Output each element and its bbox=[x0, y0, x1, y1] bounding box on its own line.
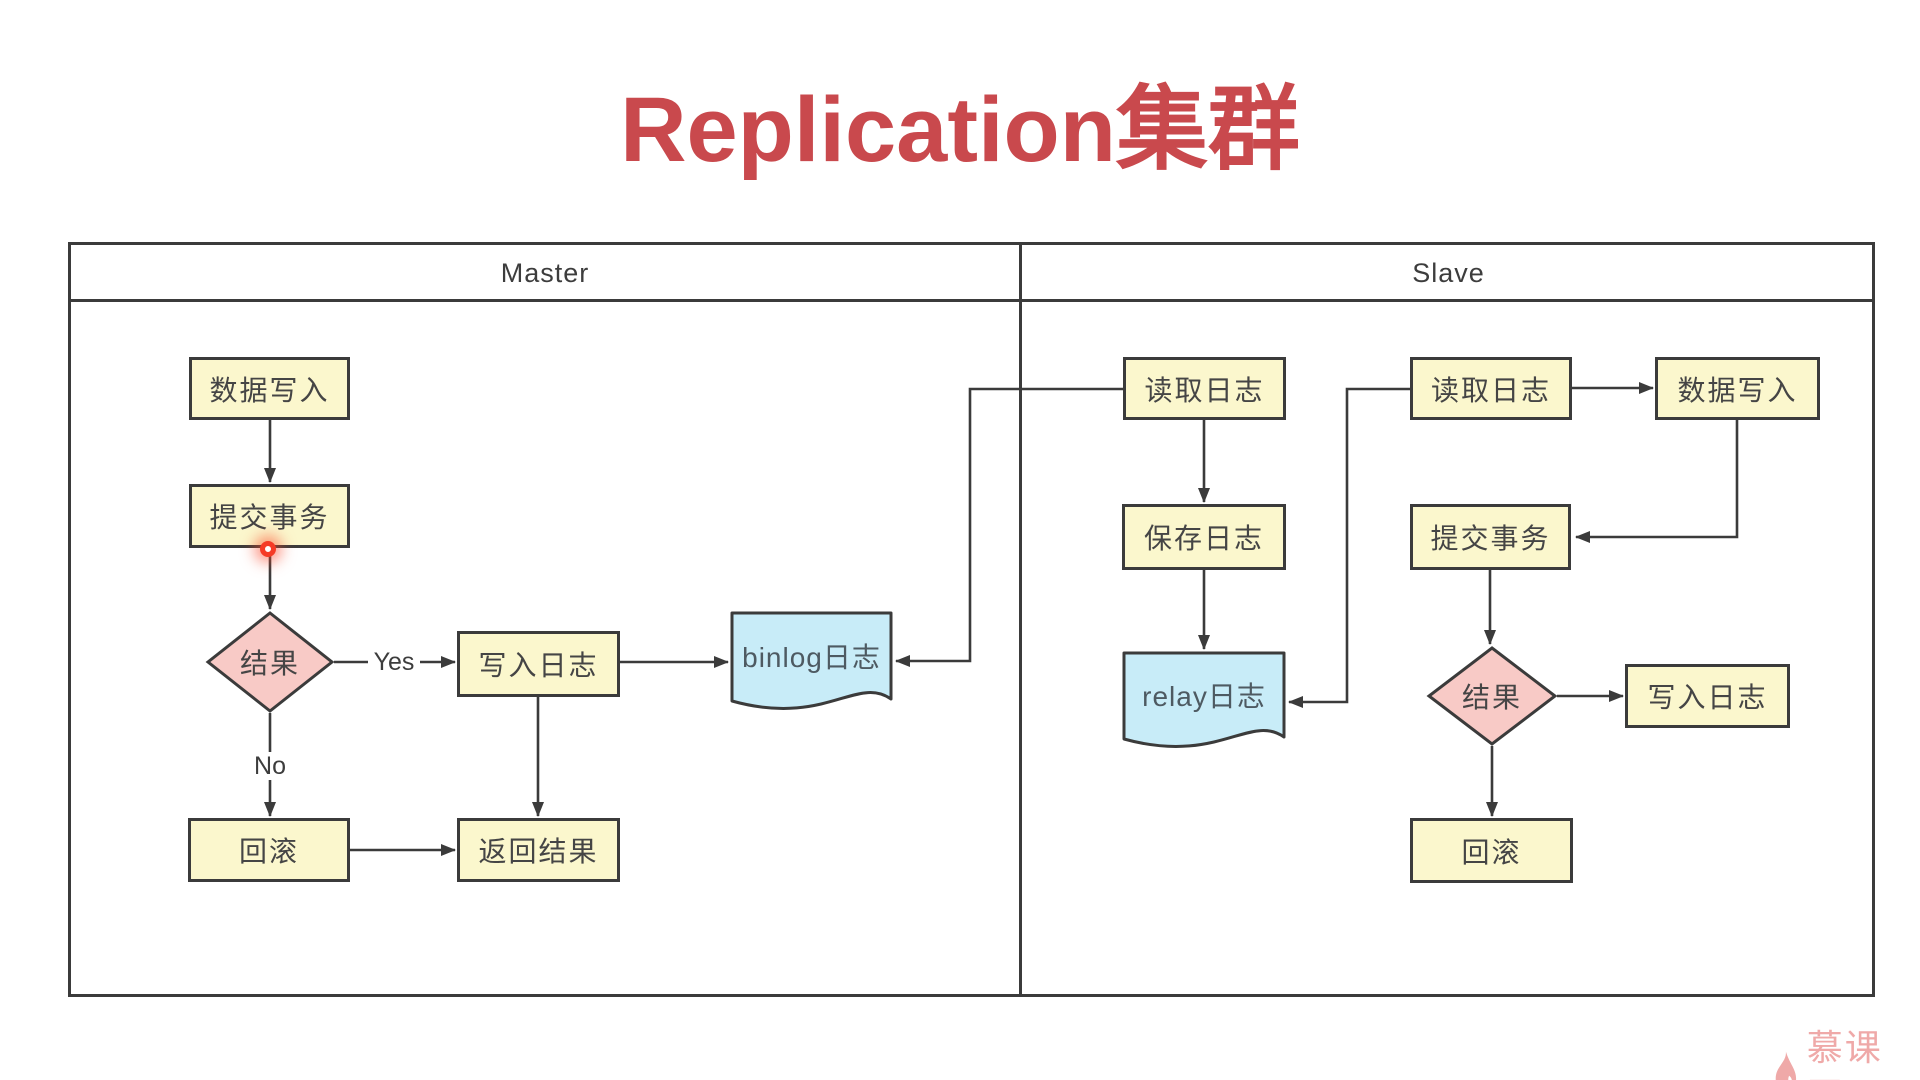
node-label: 保存日志 bbox=[1143, 523, 1264, 554]
node-label: 读取日志 bbox=[1430, 374, 1551, 406]
diamond-shape bbox=[1426, 646, 1558, 746]
header-divider-line bbox=[71, 299, 1872, 302]
page-title: Replication集群 bbox=[620, 79, 1300, 181]
node-slave-relay-document: relay日志 bbox=[1122, 651, 1286, 759]
node-master-return-result: 返回结果 bbox=[457, 818, 620, 882]
node-slave-write-log: 写入日志 bbox=[1625, 664, 1790, 728]
node-master-result-decision: 结果 bbox=[205, 611, 335, 713]
node-master-binlog-document: binlog日志 bbox=[730, 611, 893, 721]
lane-title-master: Master bbox=[500, 258, 590, 288]
node-master-data-write: 数据写入 bbox=[189, 357, 350, 420]
node-label: 回滚 bbox=[238, 836, 299, 867]
node-slave-commit-transaction: 提交事务 bbox=[1410, 504, 1571, 570]
node-label: 提交事务 bbox=[1430, 523, 1551, 554]
node-label: 提交事务 bbox=[209, 502, 330, 533]
document-shape bbox=[1122, 651, 1286, 748]
node-label: relay日志 bbox=[1142, 681, 1266, 713]
node-slave-data-write: 数据写入 bbox=[1655, 357, 1820, 420]
master-slave-divider bbox=[1019, 245, 1022, 994]
node-label: 读取日志 bbox=[1144, 374, 1265, 406]
edge-label-yes: Yes bbox=[368, 648, 420, 676]
node-slave-save-log: 保存日志 bbox=[1122, 504, 1286, 570]
node-label: 结果 bbox=[1461, 682, 1522, 713]
edge-label-no: No bbox=[248, 752, 292, 780]
watermark-text: 慕课网 bbox=[1806, 1027, 1883, 1080]
node-label: 数据写入 bbox=[209, 374, 330, 406]
node-label: binlog日志 bbox=[742, 642, 881, 674]
node-label: 回滚 bbox=[1461, 836, 1522, 868]
node-label: 写入日志 bbox=[478, 650, 599, 681]
lane-title-slave: Slave bbox=[1412, 258, 1485, 288]
document-shape bbox=[730, 611, 893, 710]
node-slave-result-decision: 结果 bbox=[1426, 646, 1558, 746]
node-label: 写入日志 bbox=[1647, 682, 1768, 713]
node-label: 返回结果 bbox=[478, 836, 599, 867]
flame-icon bbox=[1775, 1051, 1797, 1080]
node-label: 结果 bbox=[239, 648, 300, 679]
diamond-shape bbox=[205, 611, 335, 713]
node-slave-read-log-1: 读取日志 bbox=[1123, 357, 1286, 420]
pointer-highlight-dot bbox=[260, 541, 276, 557]
watermark: 慕课网 bbox=[1772, 1024, 1920, 1080]
node-label: 数据写入 bbox=[1677, 374, 1798, 406]
node-slave-read-log-2: 读取日志 bbox=[1410, 357, 1572, 420]
node-slave-rollback: 回滚 bbox=[1410, 818, 1573, 883]
node-master-write-log: 写入日志 bbox=[457, 631, 620, 697]
node-master-commit-transaction: 提交事务 bbox=[189, 484, 350, 548]
node-master-rollback: 回滚 bbox=[188, 818, 350, 882]
swimlane-container: Master Slave bbox=[68, 242, 1875, 997]
